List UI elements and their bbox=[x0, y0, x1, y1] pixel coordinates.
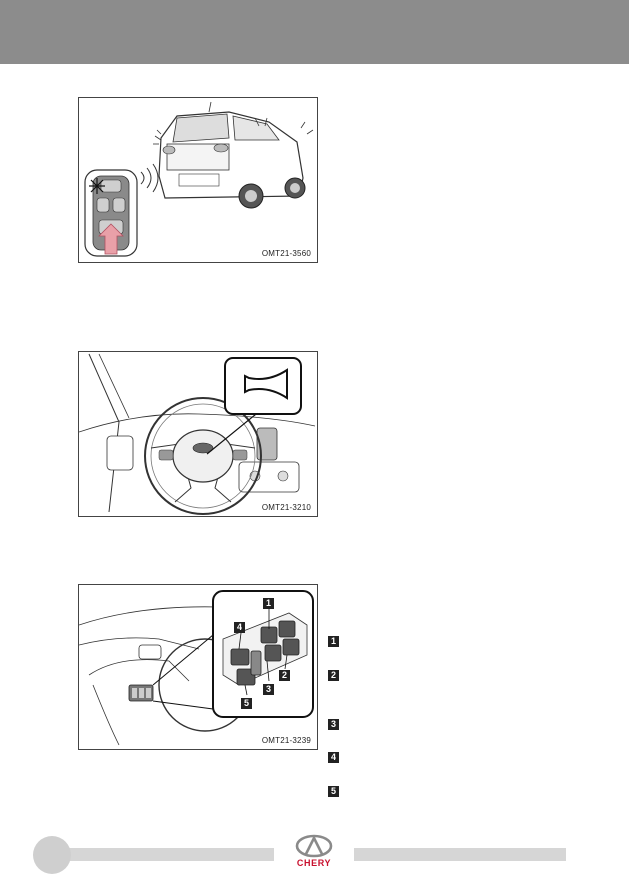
callout-1: 1 bbox=[263, 598, 274, 609]
figure-window-switches: 1 4 3 2 5 OMT21-3239 bbox=[78, 584, 318, 750]
footer-bar-left bbox=[52, 848, 274, 861]
figure-code: OMT21-3560 bbox=[261, 249, 311, 258]
steering-wheel-illustration bbox=[79, 353, 316, 515]
figure-code: OMT21-3210 bbox=[261, 503, 311, 512]
page-number-circle bbox=[33, 836, 71, 874]
figure-horn: OMT21-3210 bbox=[78, 351, 318, 517]
page-header-band bbox=[0, 0, 629, 64]
door-panel-illustration bbox=[79, 590, 314, 746]
callout-4: 4 bbox=[234, 622, 245, 633]
brand-wordmark: CHERY bbox=[296, 858, 332, 868]
list-marker-4: 4 bbox=[328, 752, 339, 763]
callout-2: 2 bbox=[279, 670, 290, 681]
footer-bar-right bbox=[354, 848, 566, 861]
callout-5: 5 bbox=[241, 698, 252, 709]
list-marker-5: 5 bbox=[328, 786, 339, 797]
list-marker-3: 3 bbox=[328, 719, 339, 730]
list-marker-2: 2 bbox=[328, 670, 339, 681]
suv-remote-illustration bbox=[84, 101, 314, 257]
figure-code: OMT21-3239 bbox=[261, 736, 311, 745]
figure-remote-locate-vehicle: OMT21-3560 bbox=[78, 97, 318, 263]
chery-logo-icon bbox=[295, 834, 333, 858]
list-marker-1: 1 bbox=[328, 636, 339, 647]
callout-3: 3 bbox=[263, 684, 274, 695]
